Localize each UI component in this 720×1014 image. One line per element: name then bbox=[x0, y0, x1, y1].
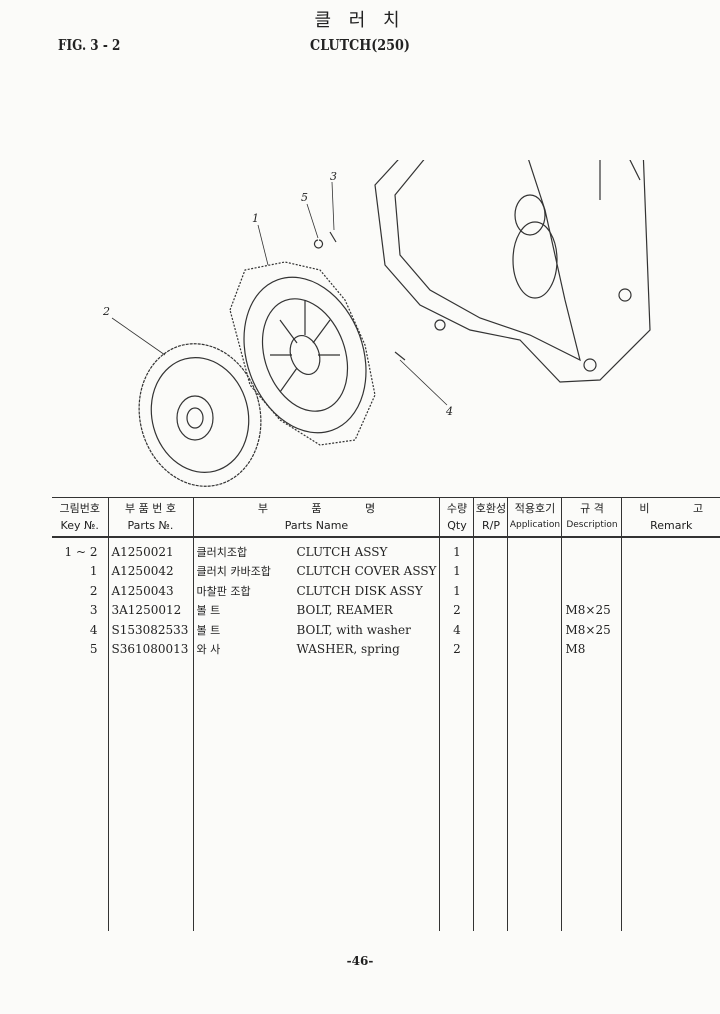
rp bbox=[473, 639, 508, 659]
key-no: 5 bbox=[89, 642, 98, 657]
part-no: S153082533 bbox=[107, 620, 193, 640]
part-name-ko: 볼 트 bbox=[196, 623, 221, 637]
callout-1: 1 bbox=[252, 212, 259, 225]
bellhousing-drawing bbox=[374, 160, 651, 383]
application bbox=[507, 639, 562, 659]
description: M8×25 bbox=[561, 620, 622, 640]
remark bbox=[621, 639, 720, 659]
rp bbox=[473, 561, 508, 581]
callout-2: 2 bbox=[102, 305, 110, 318]
part-name-ko: 클러치조합 bbox=[196, 545, 248, 559]
part-name-ko: 클러치 카바조합 bbox=[196, 565, 271, 579]
clutch-cover-drawing bbox=[229, 261, 376, 446]
part-name-en: BOLT, REAMER bbox=[296, 603, 393, 618]
application bbox=[507, 620, 562, 640]
part-no: A1250043 bbox=[107, 581, 193, 601]
part-name-en: WASHER, spring bbox=[296, 642, 400, 657]
remark bbox=[621, 620, 720, 640]
part-name-ko: 마찰판 조합 bbox=[196, 584, 251, 598]
qty: 2 bbox=[439, 639, 474, 659]
part-name: 클러치 카바조합 CLUTCH COVER ASSY bbox=[192, 561, 440, 581]
qty: 2 bbox=[439, 600, 474, 620]
qty: 4 bbox=[439, 620, 474, 640]
remark bbox=[621, 600, 720, 620]
part-name-en: CLUTCH DISK ASSY bbox=[296, 583, 423, 598]
callout-5: 5 bbox=[301, 191, 308, 204]
part-name: 와 사 WASHER, spring bbox=[192, 639, 440, 659]
key-no: 3 bbox=[89, 603, 98, 618]
clutch-exploded-diagram: 1 2 3 4 5 bbox=[102, 160, 651, 487]
application bbox=[507, 581, 562, 601]
part-no: A1250042 bbox=[107, 561, 193, 581]
remark bbox=[621, 561, 720, 581]
description bbox=[561, 561, 622, 581]
page-number: -46- bbox=[346, 954, 374, 968]
description: M8×25 bbox=[561, 600, 622, 620]
key-no: 1 ~ 2 bbox=[64, 544, 98, 559]
part-name: 클러치조합 CLUTCH ASSY bbox=[192, 542, 440, 562]
key-no: 2 bbox=[89, 583, 98, 598]
part-name-en: CLUTCH COVER ASSY bbox=[296, 564, 437, 579]
part-name-en: CLUTCH ASSY bbox=[296, 544, 388, 559]
callout-4: 4 bbox=[445, 405, 453, 418]
part-no: A1250021 bbox=[107, 542, 193, 562]
application bbox=[507, 600, 562, 620]
key-no: 1 bbox=[89, 564, 98, 579]
part-no: S361080013 bbox=[107, 639, 193, 659]
part-name-ko: 볼 트 bbox=[196, 604, 221, 618]
part-name: 마찰판 조합 CLUTCH DISK ASSY bbox=[192, 581, 440, 601]
clutch-disk-drawing bbox=[138, 343, 262, 487]
page-title-korean: 클 러 치 bbox=[314, 10, 406, 31]
qty: 1 bbox=[439, 561, 474, 581]
callout-3: 3 bbox=[330, 170, 337, 183]
description bbox=[561, 542, 622, 562]
bolt-washer-drawings bbox=[313, 231, 406, 361]
qty: 1 bbox=[439, 542, 474, 562]
part-no: 3A1250012 bbox=[107, 600, 193, 620]
remark bbox=[621, 581, 720, 601]
page-title: CLUTCH(250) bbox=[310, 36, 410, 54]
rp bbox=[473, 542, 508, 562]
application bbox=[507, 561, 562, 581]
remark bbox=[621, 542, 720, 562]
part-name-en: BOLT, with washer bbox=[296, 622, 411, 637]
leader-lines bbox=[111, 181, 448, 406]
qty: 1 bbox=[439, 581, 474, 601]
figure-number: FIG. 3 - 2 bbox=[58, 36, 121, 54]
part-name: 볼 트 BOLT, with washer bbox=[192, 620, 440, 640]
description: M8 bbox=[561, 639, 622, 659]
part-name: 볼 트 BOLT, REAMER bbox=[192, 600, 440, 620]
description bbox=[561, 581, 622, 601]
key-no: 4 bbox=[89, 622, 98, 637]
application bbox=[507, 542, 562, 562]
rp bbox=[473, 620, 508, 640]
rp bbox=[473, 581, 508, 601]
rp bbox=[473, 600, 508, 620]
part-name-ko: 와 사 bbox=[196, 643, 221, 657]
